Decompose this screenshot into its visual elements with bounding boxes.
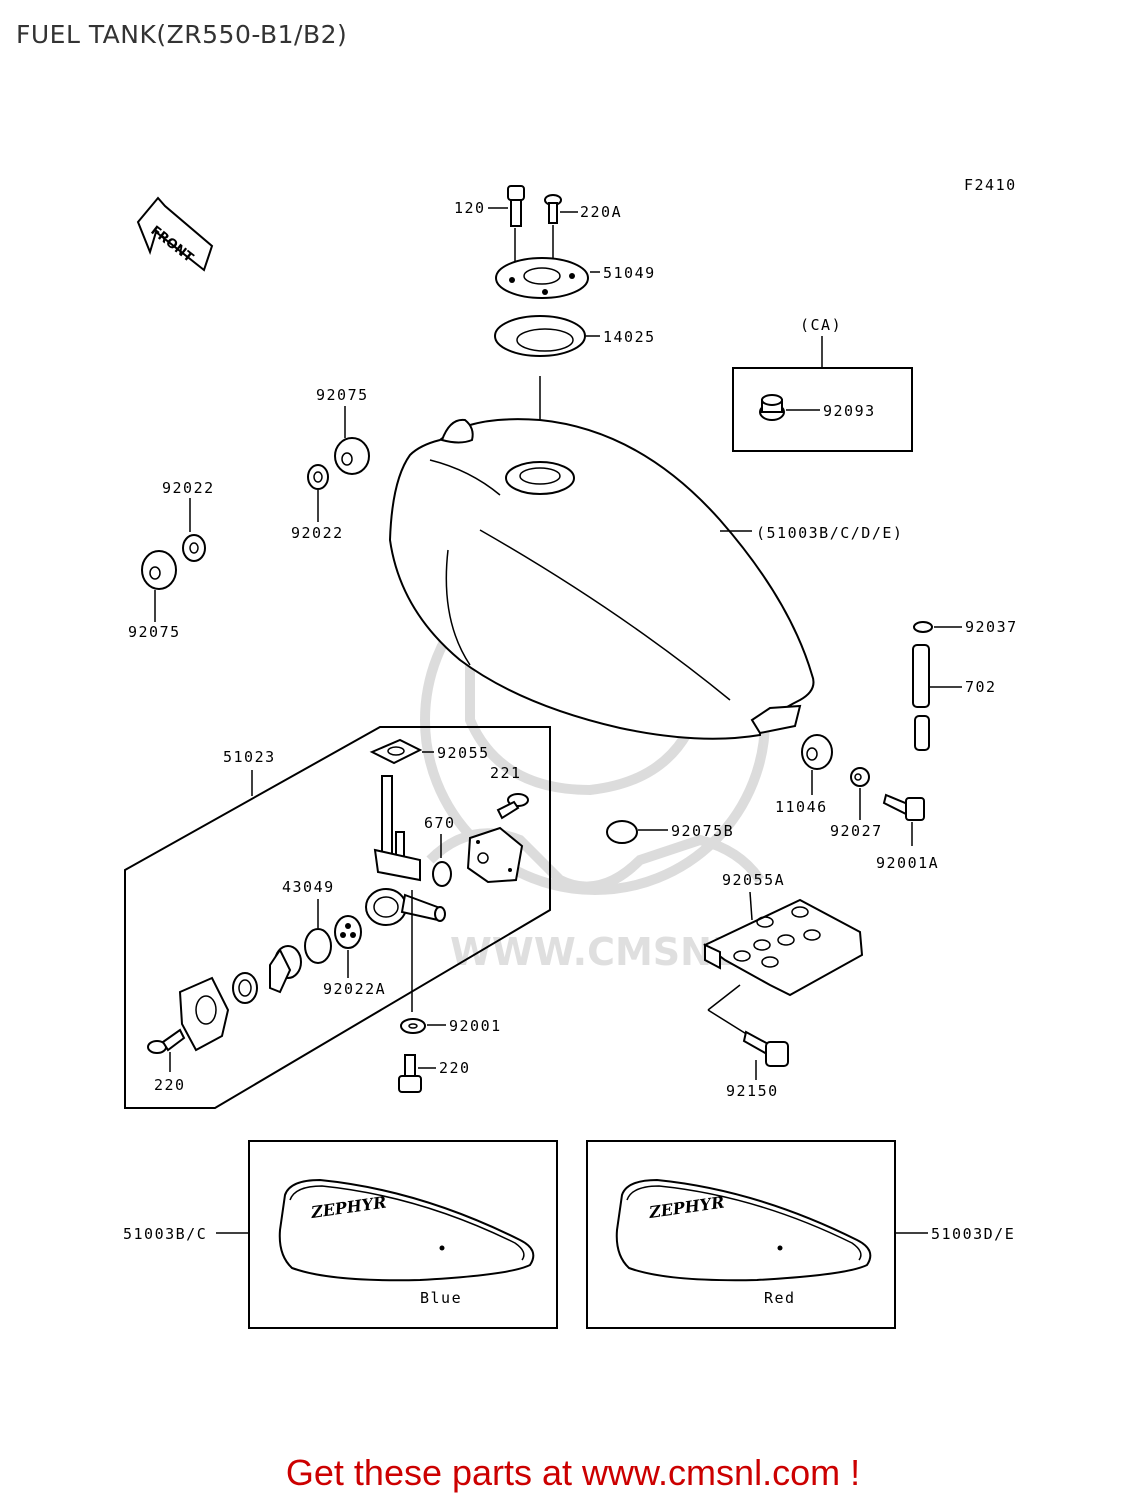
- lever-plate-icon: [178, 976, 230, 1052]
- front-arrow-icon: FRONT: [136, 196, 214, 272]
- label-red: Red: [764, 1289, 796, 1307]
- bracket-11046-icon: [703, 898, 864, 997]
- callout-92037: 92037: [965, 618, 1018, 636]
- fuel-tap-body-icon: [365, 775, 446, 926]
- callout-51003de: 51003D/E: [931, 1225, 1015, 1243]
- bolt-120-icon: [507, 185, 525, 227]
- damper-92075-top-icon: [334, 437, 370, 475]
- callout-14025: 14025: [603, 328, 656, 346]
- callout-92001: 220: [439, 1059, 471, 1077]
- callout-92075a: 11046: [775, 798, 828, 816]
- callout-92055a: 43049: [282, 878, 335, 896]
- callout-220: 220: [154, 1076, 186, 1094]
- seal-icon: [232, 972, 258, 1004]
- decal-box-red: [586, 1140, 896, 1329]
- callout-92027: 92027: [830, 822, 883, 840]
- filter-43049-icon: [334, 915, 362, 949]
- fuel-cap-51049-icon: [495, 257, 589, 299]
- callout-92022-mid: 92022: [291, 524, 344, 542]
- grommet-92093-icon: [759, 394, 785, 421]
- callout-51003bc: 51003B/C: [123, 1225, 207, 1243]
- screw-220a-icon: [544, 194, 562, 224]
- decal-box-blue: [248, 1140, 558, 1329]
- fuel-tap-assembly-outline: [124, 726, 551, 1109]
- ca-detail-box: [732, 367, 913, 452]
- damper-92075-left-icon: [141, 550, 177, 590]
- callout-11046: 92055A: [722, 871, 785, 889]
- callout-92055: 92055: [437, 744, 490, 762]
- callout-92022-top: 92022: [162, 479, 215, 497]
- callout-92075b: 92075B: [671, 822, 734, 840]
- washer-92022a-icon: [400, 1018, 426, 1034]
- gasket-14025-icon: [494, 315, 586, 357]
- callout-ca: (CA): [800, 316, 842, 334]
- page-title: FUEL TANK(ZR550-B1/B2): [16, 20, 348, 49]
- promo-banner-link[interactable]: Get these parts at www.cmsnl.com !: [285, 1452, 861, 1493]
- callout-120: 120: [454, 199, 486, 217]
- washer-92022-left-icon: [182, 534, 206, 562]
- callout-220a: 220A: [580, 203, 622, 221]
- callout-92022a: 92001: [449, 1017, 502, 1035]
- tank-decal-blue-icon: ZEPHYR: [278, 1178, 535, 1282]
- washer-92027-icon: [850, 767, 870, 787]
- callout-51023: 51023: [223, 748, 276, 766]
- tank-decal-red-icon: ZEPHYR: [615, 1178, 872, 1282]
- fuel-tank-icon: [388, 418, 815, 740]
- callout-51003: (51003B/C/D/E): [756, 524, 903, 542]
- callout-92075-left: 92075: [128, 623, 181, 641]
- callout-43049: 92022A: [323, 980, 386, 998]
- oring-92055a-icon: [304, 928, 332, 964]
- label-blue: Blue: [420, 1289, 462, 1307]
- callout-702: 702: [965, 678, 997, 696]
- callout-92001a: 92001A: [876, 854, 939, 872]
- gasket-92055-icon: [369, 738, 423, 765]
- cover-plate-icon: [466, 826, 524, 884]
- bolt-92150-icon: [742, 1030, 789, 1067]
- hose-702-icon: [912, 644, 930, 751]
- plug-92075b-icon: [606, 820, 638, 844]
- callout-92075-top: 92075: [316, 386, 369, 404]
- bolt-92001a-icon: [882, 793, 925, 821]
- callout-670: 670: [424, 814, 456, 832]
- callout-221: 221: [490, 764, 522, 782]
- damper-92075a-icon: [801, 734, 833, 770]
- washer-92022-top-icon: [307, 464, 329, 490]
- bolt-92001-icon: [398, 1054, 422, 1093]
- screw-220-icon: [147, 1028, 186, 1054]
- lever-icon: [269, 945, 302, 994]
- callout-92093: 92093: [823, 402, 876, 420]
- screw-221-icon: [496, 793, 529, 820]
- callout-92150: 92150: [726, 1082, 779, 1100]
- figure-code: F2410: [964, 176, 1017, 194]
- clip-92037-icon: [913, 621, 933, 633]
- callout-51049: 51049: [603, 264, 656, 282]
- oring-670-icon: [432, 861, 452, 887]
